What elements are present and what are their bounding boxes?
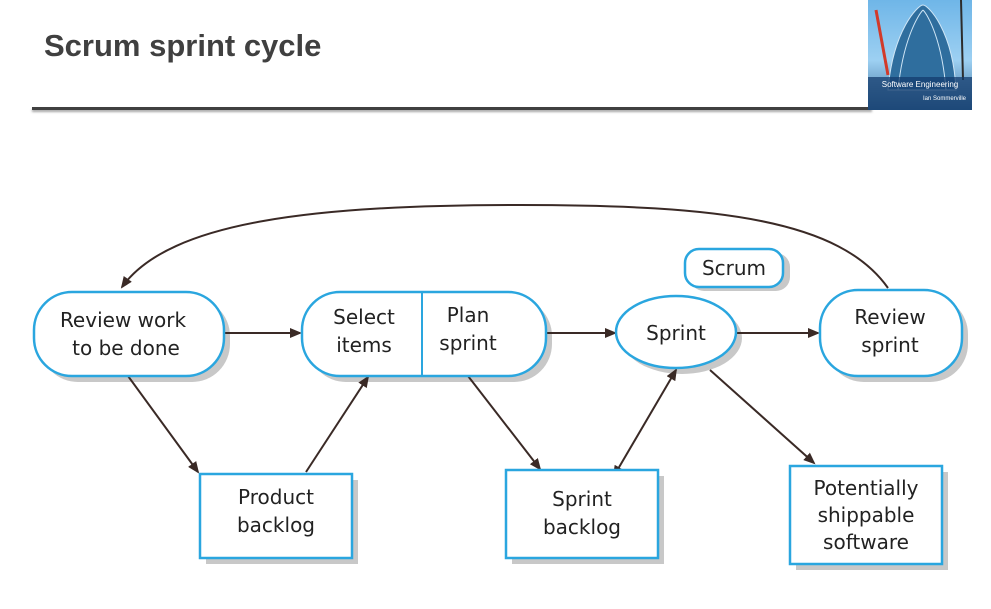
review-work-line2: to be done xyxy=(72,336,180,360)
feedback-arrow xyxy=(120,203,889,289)
plan-sprint-line2: sprint xyxy=(439,331,497,355)
select-items-line2: items xyxy=(336,333,392,357)
title-underline xyxy=(32,107,872,110)
sprint-backlog-line2: backlog xyxy=(543,515,621,539)
book-author: Ian Sommerville xyxy=(922,96,966,102)
arrow-plan-to-sprint-backlog xyxy=(467,375,542,471)
select-items-line1: Select xyxy=(333,305,395,329)
node-sprint: Sprint xyxy=(614,294,738,370)
node-select-plan: Select items Plan sprint xyxy=(300,290,548,378)
sprint-label: Sprint xyxy=(646,321,706,345)
product-backlog-line2: backlog xyxy=(237,513,315,537)
slide-title: Scrum sprint cycle xyxy=(44,28,322,63)
arrow-review-to-product-backlog xyxy=(127,375,200,474)
review-work-line1: Review work xyxy=(60,308,187,332)
sprint-backlog-line1: Sprint xyxy=(552,487,612,511)
arrows xyxy=(120,203,889,478)
arrow-sprint-to-shippable xyxy=(709,369,816,465)
node-sprint-backlog: Sprint backlog xyxy=(504,468,660,560)
node-scrum-label: Scrum xyxy=(683,247,785,289)
book-title: Software Engineering xyxy=(881,80,959,89)
scrum-label: Scrum xyxy=(702,256,766,280)
arrow-product-backlog-to-select xyxy=(305,375,370,473)
product-backlog-line1: Product xyxy=(238,485,314,509)
shippable-line1: Potentially xyxy=(813,476,918,500)
building-illustration xyxy=(874,0,964,91)
review-sprint-line1: Review xyxy=(854,305,925,329)
review-sprint-line2: sprint xyxy=(861,333,919,357)
shippable-line3: software xyxy=(823,530,909,554)
shippable-line2: shippable xyxy=(818,503,915,527)
plan-sprint-line1: Plan xyxy=(447,303,490,327)
arrow-sprint-sprint-backlog xyxy=(612,368,678,478)
node-product-backlog: Product backlog xyxy=(198,472,354,560)
node-review-sprint: Review sprint xyxy=(818,288,964,378)
node-review-work: Review work to be done xyxy=(32,290,226,378)
book-cover-image: Software Engineering Ian Sommerville xyxy=(868,0,972,110)
node-shippable-software: Potentially shippable software xyxy=(788,464,944,566)
